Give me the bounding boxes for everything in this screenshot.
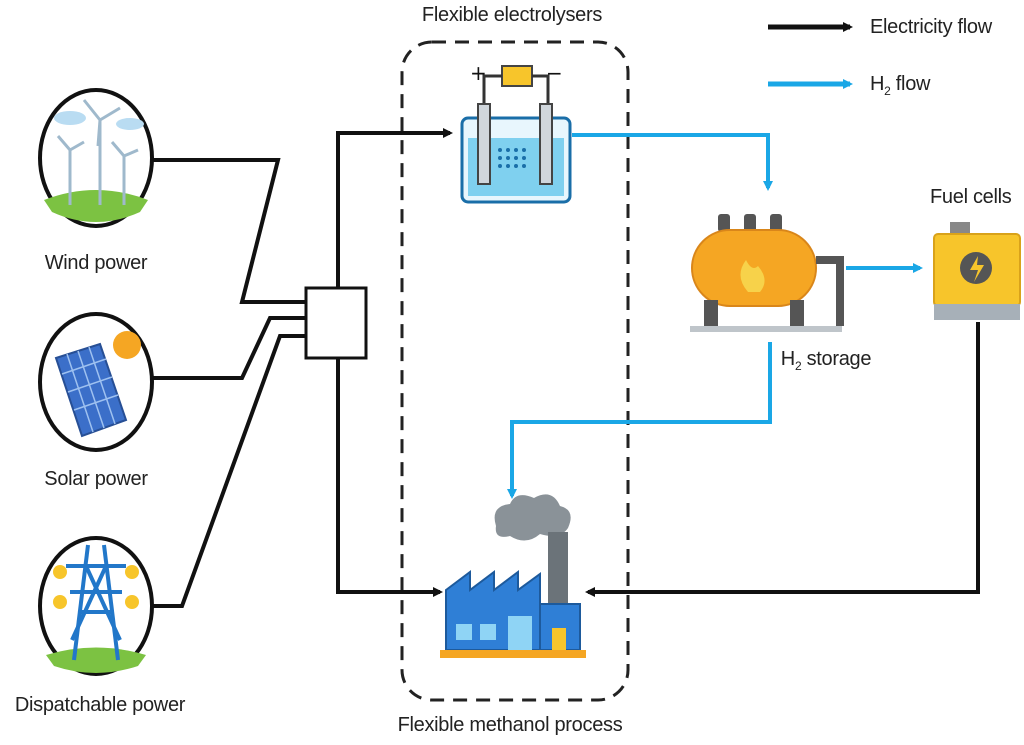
junction-to-electrolyser-line [336, 128, 453, 288]
legend-h2-sub: 2 [884, 84, 891, 98]
solar-panel-icon [38, 312, 154, 452]
hydrogen-flows [507, 133, 923, 499]
wind-turbine-icon [38, 88, 154, 228]
methanol-process-title: Flexible methanol process [397, 714, 623, 736]
junction-box [304, 286, 368, 360]
hydrogen-tank-icon [690, 214, 844, 332]
junction-to-methanol-line [336, 358, 443, 597]
electrolyser-to-storage-line [572, 133, 773, 191]
solar-power-label: Solar power [44, 468, 148, 490]
h2-storage-suffix: storage [801, 348, 872, 370]
wind-power-label: Wind power [44, 252, 148, 274]
electrolysers-title: Flexible electrolysers [421, 4, 603, 26]
methanol-factory-icon [440, 494, 586, 658]
legend-electricity-label: Electricity flow [870, 16, 992, 38]
fuel-cells-label: Fuel cells [930, 186, 1012, 208]
legend [768, 22, 853, 89]
fuel-cell-icon [933, 222, 1021, 320]
h2-storage-label: H2 storage [780, 348, 872, 373]
electrolyser-icon: + − [460, 61, 572, 204]
legend-h2-prefix: H [870, 73, 885, 95]
dispatchable-to-junction-line [150, 334, 308, 608]
transmission-tower-icon [38, 536, 154, 676]
storage-to-methanol-line [507, 342, 772, 499]
h2-storage-sub: 2 [794, 359, 802, 373]
legend-h2-label: H2 flow [870, 73, 930, 98]
dispatchable-power-label: Dispatchable power [14, 694, 186, 716]
electricity-flows [150, 128, 980, 608]
svg-text:−: − [546, 61, 563, 85]
flexible-processes-boundary [400, 40, 630, 702]
legend-h2-suffix: flow [890, 73, 931, 95]
h2-storage-prefix: H [780, 348, 795, 370]
wind-to-junction-line [152, 158, 308, 304]
solar-to-junction-line [150, 316, 308, 380]
fuelcell-to-methanol-line [585, 322, 980, 597]
